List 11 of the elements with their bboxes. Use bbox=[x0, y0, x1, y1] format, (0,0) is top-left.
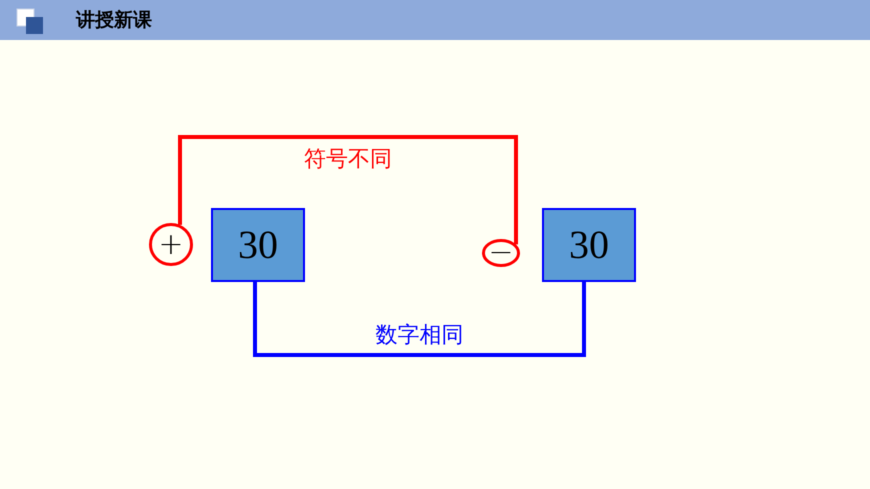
sign-circle bbox=[482, 239, 520, 267]
number-box bbox=[211, 208, 305, 282]
sign-symbol: + bbox=[158, 230, 184, 260]
connector-line bbox=[178, 135, 518, 244]
header-title: 讲授新课 bbox=[76, 9, 152, 31]
number-text: 30 bbox=[569, 225, 609, 265]
sign-symbol: − bbox=[488, 238, 514, 268]
connector-line bbox=[253, 282, 586, 357]
number-box bbox=[542, 208, 636, 282]
sign-circle bbox=[149, 223, 193, 266]
number-text: 30 bbox=[238, 225, 278, 265]
